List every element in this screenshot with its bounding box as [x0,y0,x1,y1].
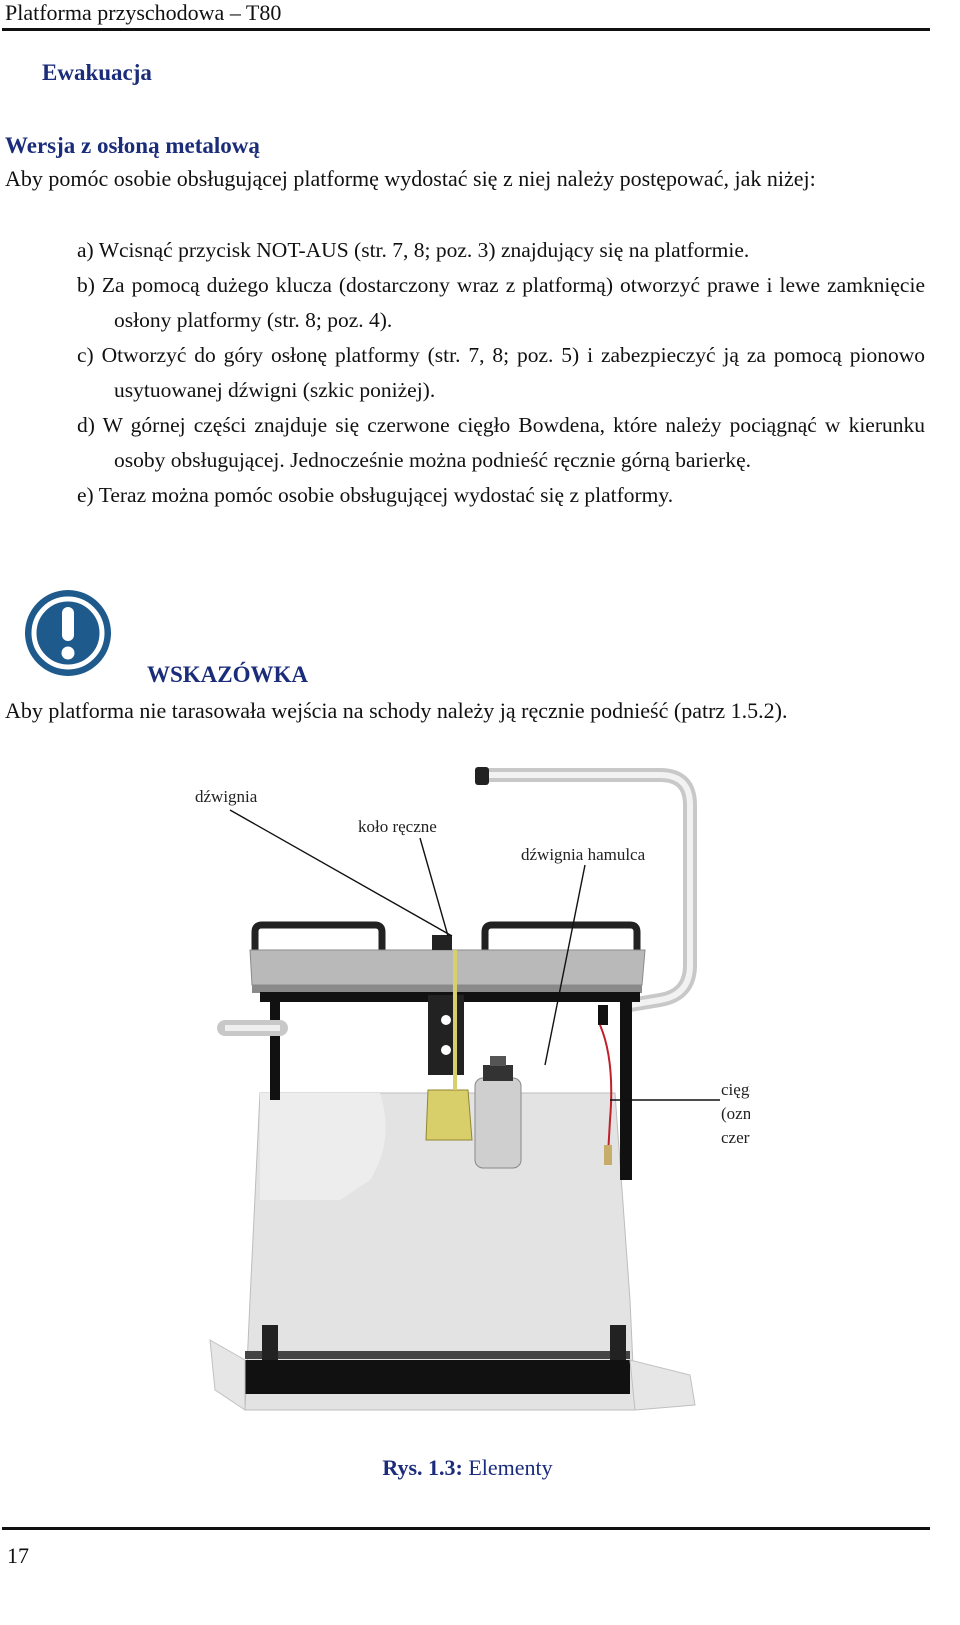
step-b: b) Za pomocą dużego klucza (dostarczony … [77,273,925,332]
label-bowden-2: (oznaczone na [721,1104,750,1123]
caption-prefix: Rys. 1.3: [382,1455,463,1480]
platform-figure: dźwignia koło ręczne dźwignia hamulca ci… [195,767,750,1411]
label-bowden-3: czerwono) [721,1128,750,1147]
subsection-title: Wersja z osłoną metalową [5,133,260,158]
hint-title: WSKAZÓWKA [147,662,309,687]
hint-text: Aby platforma nie tarasowała wejścia na … [5,698,788,723]
page-header: Platforma przyschodowa – T80 [5,0,282,25]
footer-rule [2,1527,930,1530]
bowden-cable [599,1024,613,1156]
header-rule [2,28,930,31]
figure-caption: Rys. 1.3: Elementy [0,1455,935,1481]
steps-list: a) Wcisnąć przycisk NOT-AUS (str. 7, 8; … [77,233,925,513]
section-title: Ewakuacja [42,60,152,85]
step-a: a) Wcisnąć przycisk NOT-AUS (str. 7, 8; … [77,238,750,262]
top-plate [249,949,646,986]
warning-exclamation-icon [25,590,111,676]
step-c: c) Otworzyć do góry osłonę platformy (st… [77,343,925,402]
step-e: e) Teraz można pomóc osobie obsługującej… [77,483,674,507]
page-number: 17 [7,1543,29,1568]
label-bowden-1: cięgło Bowdena [721,1080,750,1099]
step-d: d) W górnej części znajduje się czerwone… [77,413,925,472]
label-lever: dźwignia [195,787,258,806]
intro-text: Aby pomóc osobie obsługującej platformę … [5,166,816,191]
label-brake-lever: dźwignia hamulca [521,845,646,864]
label-handwheel: koło ręczne [358,817,437,836]
caption-text: Elementy [468,1455,553,1480]
